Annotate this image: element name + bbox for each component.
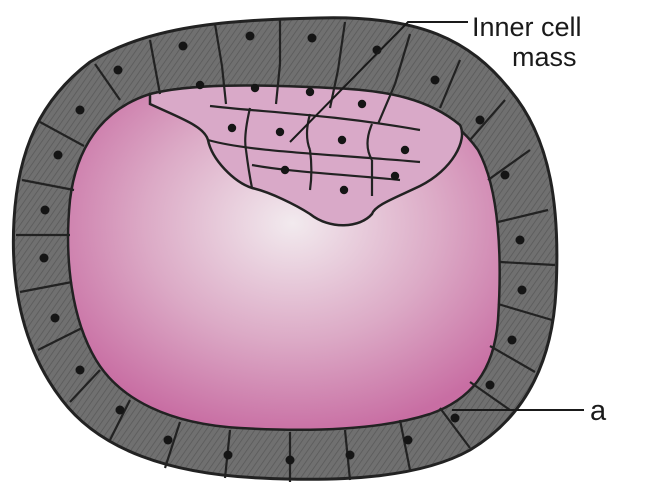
inner-cell-mass-label-line1: Inner cell (472, 12, 582, 42)
label-a: a (590, 396, 606, 426)
inner-cell-mass-label-line2: mass (472, 42, 582, 72)
inner-cell-mass-label: Inner cell mass (472, 12, 582, 72)
